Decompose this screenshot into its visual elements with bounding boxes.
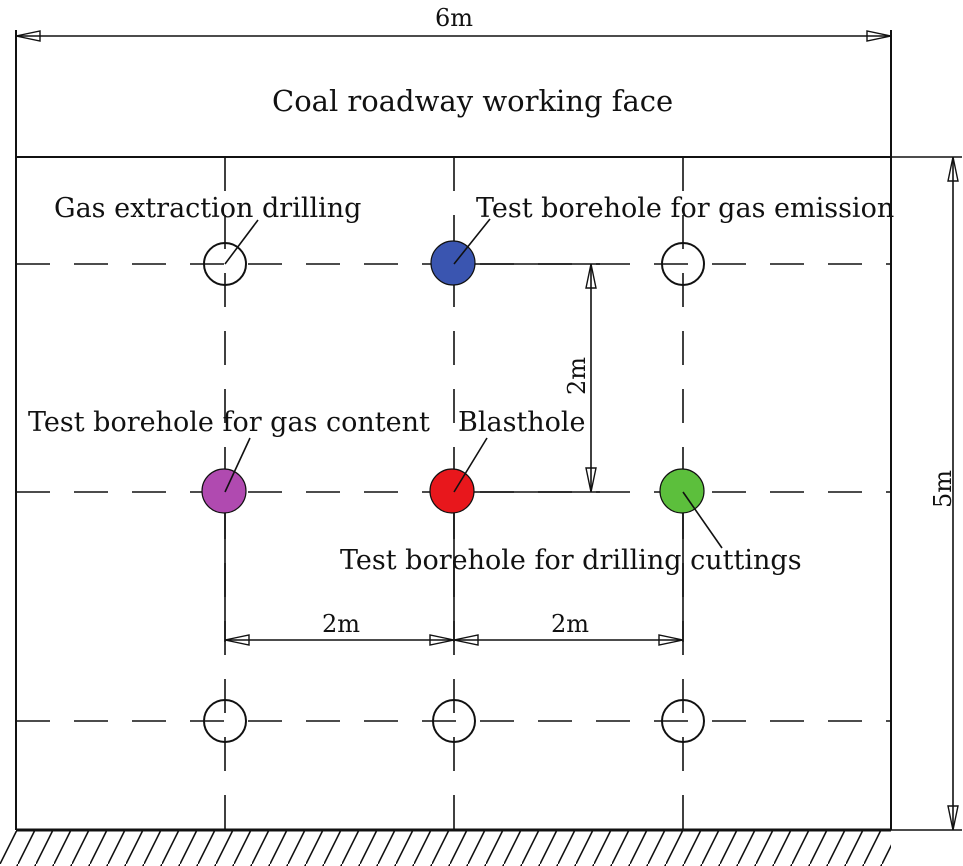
arrow-bottom-5m xyxy=(947,805,959,831)
gas-content-label: Test borehole for gas content xyxy=(28,407,430,438)
leader-lines xyxy=(224,218,723,549)
gas-emission-borehole xyxy=(430,240,476,286)
gas-extraction-hole xyxy=(203,242,247,286)
working-face-label: Coal roadway working face xyxy=(272,84,674,118)
spacing-left-label: 2m xyxy=(322,610,361,638)
arrow-top-5m xyxy=(947,156,959,182)
arrow-mid-left-2m xyxy=(429,634,455,646)
gas-content-borehole xyxy=(201,468,247,514)
leader-gas-emission xyxy=(453,218,491,265)
blasthole-label: Blasthole xyxy=(458,407,586,438)
gas-extraction-hole xyxy=(661,242,705,286)
arrow-top-vertical-2m xyxy=(585,263,597,289)
arrow-left-2m xyxy=(224,634,250,646)
arrow-right-6m xyxy=(866,30,892,42)
floor-hatching xyxy=(0,831,891,866)
arrow-right-2m xyxy=(658,634,684,646)
spacing-vertical-label: 2m xyxy=(563,356,592,396)
leader-drilling-cuttings xyxy=(682,491,723,549)
blasthole xyxy=(429,468,475,514)
gas-extraction-hole xyxy=(432,699,476,743)
drilling-cuttings-label: Test borehole for drilling cuttings xyxy=(340,545,802,576)
right-height-label: 5m xyxy=(929,469,958,509)
arrow-left-6m xyxy=(15,30,41,42)
leader-gas-extraction xyxy=(224,219,259,265)
gas-extraction-hole xyxy=(203,699,247,743)
gas-emission-label: Test borehole for gas emission xyxy=(476,193,895,224)
top-width-label: 6m xyxy=(435,4,474,32)
drilling-cuttings-borehole xyxy=(659,468,705,514)
leader-gas-content xyxy=(224,437,251,493)
arrow-mid-right-2m xyxy=(453,634,479,646)
gas-extraction-holes xyxy=(203,242,705,743)
leader-blasthole xyxy=(453,437,488,493)
gas-extraction-hole xyxy=(661,699,705,743)
spacing-right-label: 2m xyxy=(551,610,590,638)
arrow-bottom-vertical-2m xyxy=(585,467,597,493)
gas-extraction-label: Gas extraction drilling xyxy=(54,193,362,224)
